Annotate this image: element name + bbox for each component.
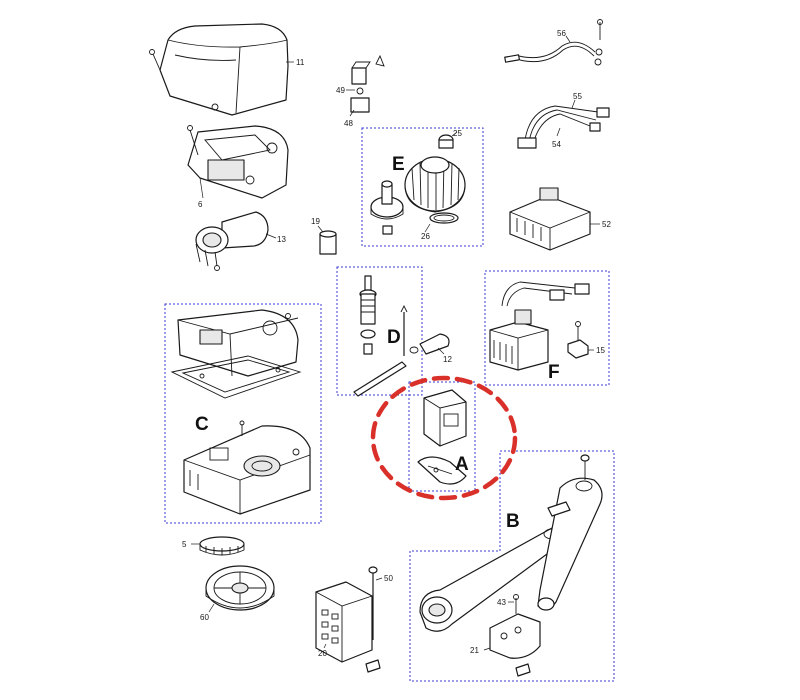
motor-part — [195, 211, 277, 271]
part-label-52: 52 — [602, 220, 611, 229]
cover-part — [149, 23, 294, 116]
gear-set-part — [370, 131, 466, 235]
part-label-11: 11 — [296, 58, 305, 67]
group-box-e — [361, 127, 484, 247]
group-label-b: B — [506, 511, 520, 532]
control-board-part — [187, 125, 289, 199]
group-label-f: F — [548, 362, 560, 383]
part-label-48: 48 — [344, 119, 353, 128]
part-label-20: 20 — [318, 649, 327, 658]
base-body-part — [183, 420, 311, 515]
bracket-set-part — [417, 389, 467, 485]
group-box-c — [164, 303, 322, 524]
group-box-d — [336, 266, 423, 396]
highlight-ring — [370, 375, 518, 501]
transformer-part — [489, 281, 594, 371]
antenna-cable-part — [504, 19, 603, 66]
part-label-12: 12 — [443, 355, 452, 364]
limit-switch-part — [346, 54, 385, 117]
terminal-block-part — [509, 187, 600, 251]
wheel-part — [205, 565, 275, 613]
part-label-13: 13 — [277, 235, 286, 244]
mounting-plate-part — [315, 566, 383, 673]
wiring-harness-part — [517, 99, 610, 149]
shaft-assembly-part — [353, 275, 450, 397]
part-label-19: 19 — [311, 217, 320, 226]
base-housing-part — [170, 309, 302, 399]
part-label-56: 56 — [557, 29, 566, 38]
group-label-c: C — [195, 414, 209, 435]
group-box-b — [409, 450, 615, 682]
part-label-26: 26 — [421, 232, 430, 241]
part-label-60: 60 — [200, 613, 209, 622]
part-label-43: 43 — [497, 598, 506, 607]
arm-assembly-part — [419, 454, 603, 677]
part-label-5: 5 — [182, 540, 187, 549]
part-label-49: 49 — [336, 86, 345, 95]
part-label-54: 54 — [552, 140, 561, 149]
part-label-25: 25 — [453, 129, 462, 138]
group-label-e: E — [392, 154, 405, 175]
part-label-6: 6 — [198, 200, 203, 209]
sleeve-part — [317, 225, 337, 255]
group-label-d: D — [387, 327, 401, 348]
part-label-15: 15 — [596, 346, 605, 355]
part-label-50: 50 — [384, 574, 393, 583]
gear-ring-part — [191, 536, 245, 556]
group-box-a — [408, 381, 476, 492]
part-label-21: 21 — [470, 646, 479, 655]
group-label-a: A — [455, 454, 469, 475]
part-label-55: 55 — [573, 92, 582, 101]
group-box-f — [484, 270, 610, 386]
